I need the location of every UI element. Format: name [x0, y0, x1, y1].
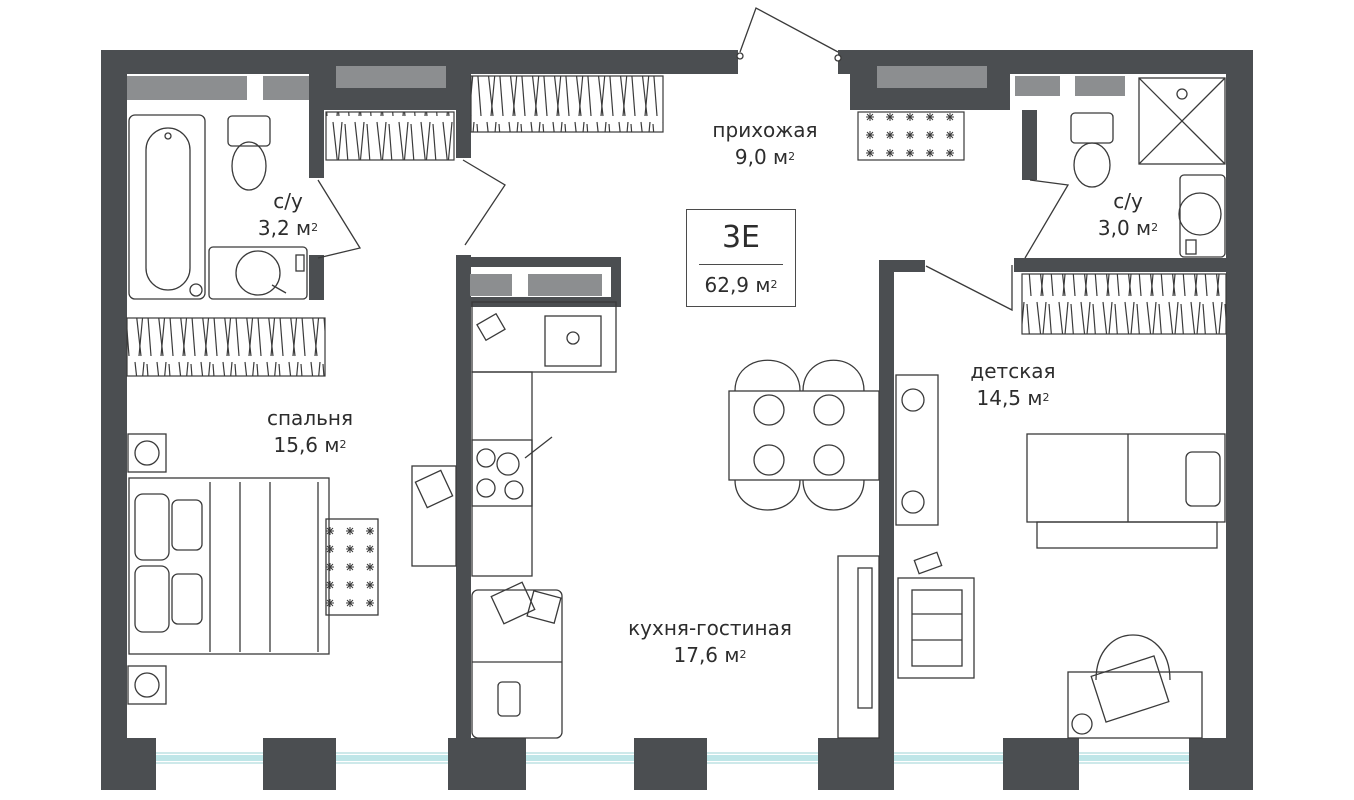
walls: [101, 50, 1253, 790]
room-name: с/у: [273, 189, 303, 213]
left-bathroom-fixtures: [128, 114, 308, 300]
wardrobes: [126, 75, 1227, 377]
room-name: кухня-гостиная: [628, 616, 792, 640]
room-label-bathroom-right: с/у 3,0 м2: [1078, 188, 1178, 242]
apartment-code: 3E: [721, 220, 761, 255]
apartment-badge: 3E 62,9 м2: [686, 209, 796, 307]
room-label-hallway: прихожая 9,0 м2: [680, 117, 850, 171]
room-label-bedroom: спальня 15,6 м2: [240, 405, 380, 459]
room-label-bathroom-left: с/у 3,2 м2: [238, 188, 338, 242]
room-area: 17,6 м2: [673, 643, 747, 667]
bedroom-furniture: [127, 433, 379, 705]
doors: [317, 7, 1070, 312]
hallway-mat: [857, 111, 965, 161]
room-area: 14,5 м2: [976, 386, 1050, 410]
room-area: 15,6 м2: [273, 433, 347, 457]
apartment-total-area: 62,9 м2: [704, 273, 778, 297]
kids-room-furniture: [895, 374, 1226, 739]
bottom-wall: [101, 738, 1253, 790]
room-name: с/у: [1113, 189, 1143, 213]
kitchen-furniture: [411, 301, 880, 739]
right-bathroom-fixtures: [1070, 77, 1226, 258]
room-area: 9,0 м2: [734, 145, 796, 169]
room-name: спальня: [266, 406, 353, 430]
room-area: 3,0 м2: [1097, 216, 1159, 240]
room-label-kids-room: детская 14,5 м2: [943, 358, 1083, 412]
room-label-kitchen-living: кухня-гостиная 17,6 м2: [600, 615, 820, 669]
room-name: детская: [970, 359, 1056, 383]
room-name: прихожая: [712, 118, 818, 142]
badge-divider: [699, 264, 783, 265]
top-window-strips: [127, 66, 1125, 296]
room-area: 3,2 м2: [257, 216, 319, 240]
